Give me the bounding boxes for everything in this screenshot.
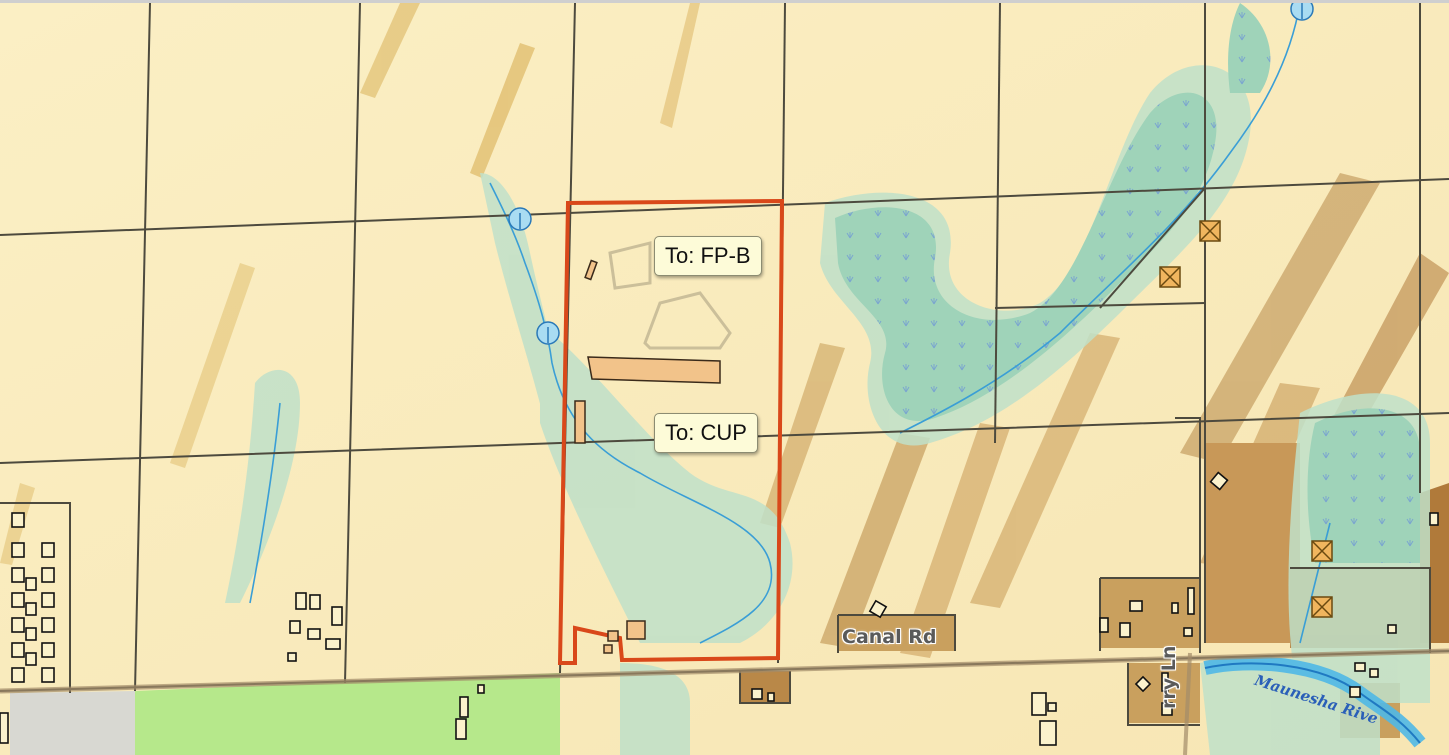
cherry-lane [1183,652,1192,755]
gray-lot [10,691,135,755]
point-features [1159,220,1333,618]
canal-road [0,648,1449,694]
zone-label-fp-b[interactable]: To: FP-B [654,236,762,276]
streams [249,3,1331,644]
road-label-cherry-ln: rry Ln [1158,645,1180,709]
structures [574,259,721,654]
building-footprints [0,471,1439,746]
subject-parcel-outline[interactable] [557,198,785,665]
wetland-areas [835,3,1420,563]
spring-symbols [508,3,1314,345]
zone-label-cup[interactable]: To: CUP [654,413,758,453]
map-canvas[interactable] [0,3,1449,755]
road-label-canal-rd: Canal Rd [842,626,937,648]
faint-outlines [608,241,732,350]
green-field [135,673,560,755]
